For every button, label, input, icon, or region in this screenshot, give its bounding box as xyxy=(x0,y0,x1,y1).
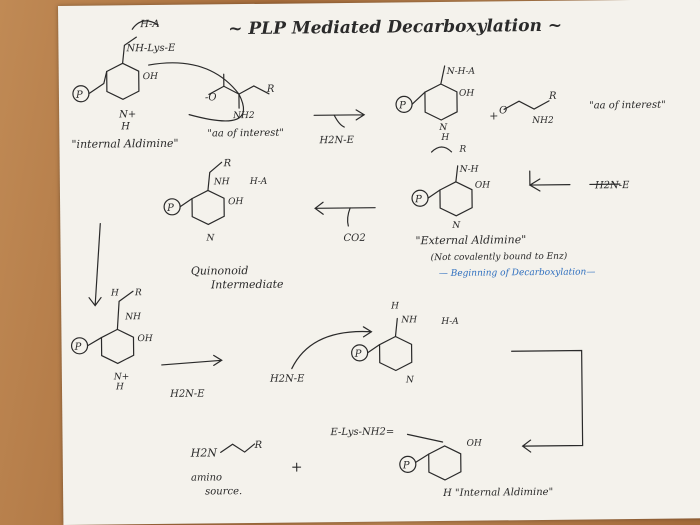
svg-text:OH: OH xyxy=(143,72,158,82)
svg-text:OH: OH xyxy=(467,439,482,449)
svg-text:P: P xyxy=(354,349,362,360)
beginning-decarboxylation-note: — Beginning of Decarboxylation— xyxy=(439,267,596,279)
svg-text:N: N xyxy=(405,375,415,385)
svg-text:R: R xyxy=(548,91,557,102)
intermediate-label: Intermediate xyxy=(210,278,284,292)
reaction-arrow-3 xyxy=(314,201,376,215)
amino-source-label: amino xyxy=(191,472,222,483)
svg-text:NH: NH xyxy=(400,315,417,325)
handwritten-drawing: ~ PLP Mediated Decarboxylation ~ P NH-Ly… xyxy=(70,16,666,499)
svg-text:R: R xyxy=(266,84,275,95)
svg-text:OH: OH xyxy=(137,334,152,344)
svg-text:N: N xyxy=(438,123,448,133)
svg-text:P: P xyxy=(166,203,174,214)
source-label: source. xyxy=(205,486,242,497)
svg-text:P: P xyxy=(414,194,422,205)
reaction-arrow-1 xyxy=(313,109,366,121)
svg-text:H-A: H-A xyxy=(139,19,159,30)
svg-text:N+: N+ xyxy=(118,109,136,120)
plus-sign: + xyxy=(291,459,303,475)
reaction-arrow-5 xyxy=(161,354,223,366)
svg-text:OH: OH xyxy=(228,197,243,207)
regenerated-internal-aldimine: E-Lys-NH2= P OH xyxy=(329,427,482,481)
svg-text:NH2: NH2 xyxy=(232,111,255,121)
page-title: ~ PLP Mediated Decarboxylation ~ xyxy=(228,16,562,39)
reaction-arrow-6 xyxy=(511,349,584,453)
internal-aldimine-label: "internal Aldimine" xyxy=(71,137,178,151)
aa-of-interest-label-2: "aa of interest" xyxy=(589,100,666,112)
svg-text:R: R xyxy=(254,440,263,451)
external-aldimine-label: "External Aldimine" xyxy=(415,233,526,247)
svg-text:R: R xyxy=(134,288,142,298)
svg-text:N-H: N-H xyxy=(459,165,479,175)
svg-text:-O: -O xyxy=(205,92,217,103)
quinonoid-label: Quinonoid xyxy=(191,264,249,278)
svg-text:H: H xyxy=(440,133,449,143)
co2-label: CO2 xyxy=(343,233,365,244)
transimination-structure-2: P NH H-A H N xyxy=(351,301,459,385)
svg-text:P: P xyxy=(75,90,83,101)
svg-text:NH: NH xyxy=(213,177,230,187)
svg-text:NH2: NH2 xyxy=(531,116,554,126)
svg-text:R: R xyxy=(458,145,466,155)
svg-text:H: H xyxy=(120,121,130,132)
svg-text:N+: N+ xyxy=(113,372,130,382)
worksheet-paper: ~ PLP Mediated Decarboxylation ~ P NH-Ly… xyxy=(58,0,700,525)
protonated-intermediate-structure: P R H NH OH N+ H xyxy=(70,288,153,392)
svg-text:N: N xyxy=(205,233,215,243)
lys-enzyme-label: E-Lys-NH2= xyxy=(329,427,394,439)
svg-text:H: H xyxy=(110,288,119,298)
svg-text:P: P xyxy=(74,342,82,353)
svg-text:NH-Lys-E: NH-Lys-E xyxy=(125,43,176,55)
svg-text:N: N xyxy=(451,221,461,231)
internal-aldimine-label-2: H "Internal Aldimine" xyxy=(442,487,553,499)
enzyme-amine-label-3: H2N-E xyxy=(169,388,205,399)
enzyme-amine-label-2: H2N-E xyxy=(594,180,630,191)
product-amine: H2N xyxy=(190,446,218,459)
external-aldimine-structure: P N-H OH R N xyxy=(411,145,490,231)
amino-acid-structure-2: + O R NH2 xyxy=(489,91,557,126)
enzyme-amine-label-1: H2N-E xyxy=(318,135,354,146)
svg-text:H-A: H-A xyxy=(249,177,268,187)
enzyme-amine-label-4: H2N-E xyxy=(269,373,305,384)
svg-text:R: R xyxy=(223,158,232,169)
svg-text:NH: NH xyxy=(124,312,141,322)
transimination-structure: P N-H-A OH N H xyxy=(395,65,476,143)
svg-text:OH: OH xyxy=(475,180,490,190)
svg-text:P: P xyxy=(402,460,410,471)
svg-text:N-H-A: N-H-A xyxy=(446,67,476,77)
amino-acid-structure: -O R NH2 xyxy=(205,73,275,121)
quinonoid-structure: P R NH H-A OH N xyxy=(163,158,268,243)
aa-of-interest-label-1: "aa of interest" xyxy=(207,128,284,140)
svg-text:H-A: H-A xyxy=(440,317,459,327)
svg-text:H: H xyxy=(390,301,399,311)
not-covalent-note: (Not covalently bound to Enz) xyxy=(431,251,568,263)
svg-text:O: O xyxy=(499,105,507,116)
svg-text:P: P xyxy=(398,100,406,111)
reaction-arrow-4 xyxy=(88,222,102,307)
internal-aldimine-structure: P NH-Lys-E OH N+ H H-A xyxy=(72,19,245,132)
reaction-arrow-2 xyxy=(528,170,621,192)
svg-text:OH: OH xyxy=(459,89,474,99)
svg-text:H: H xyxy=(115,382,124,392)
svg-text:+: + xyxy=(489,109,498,122)
